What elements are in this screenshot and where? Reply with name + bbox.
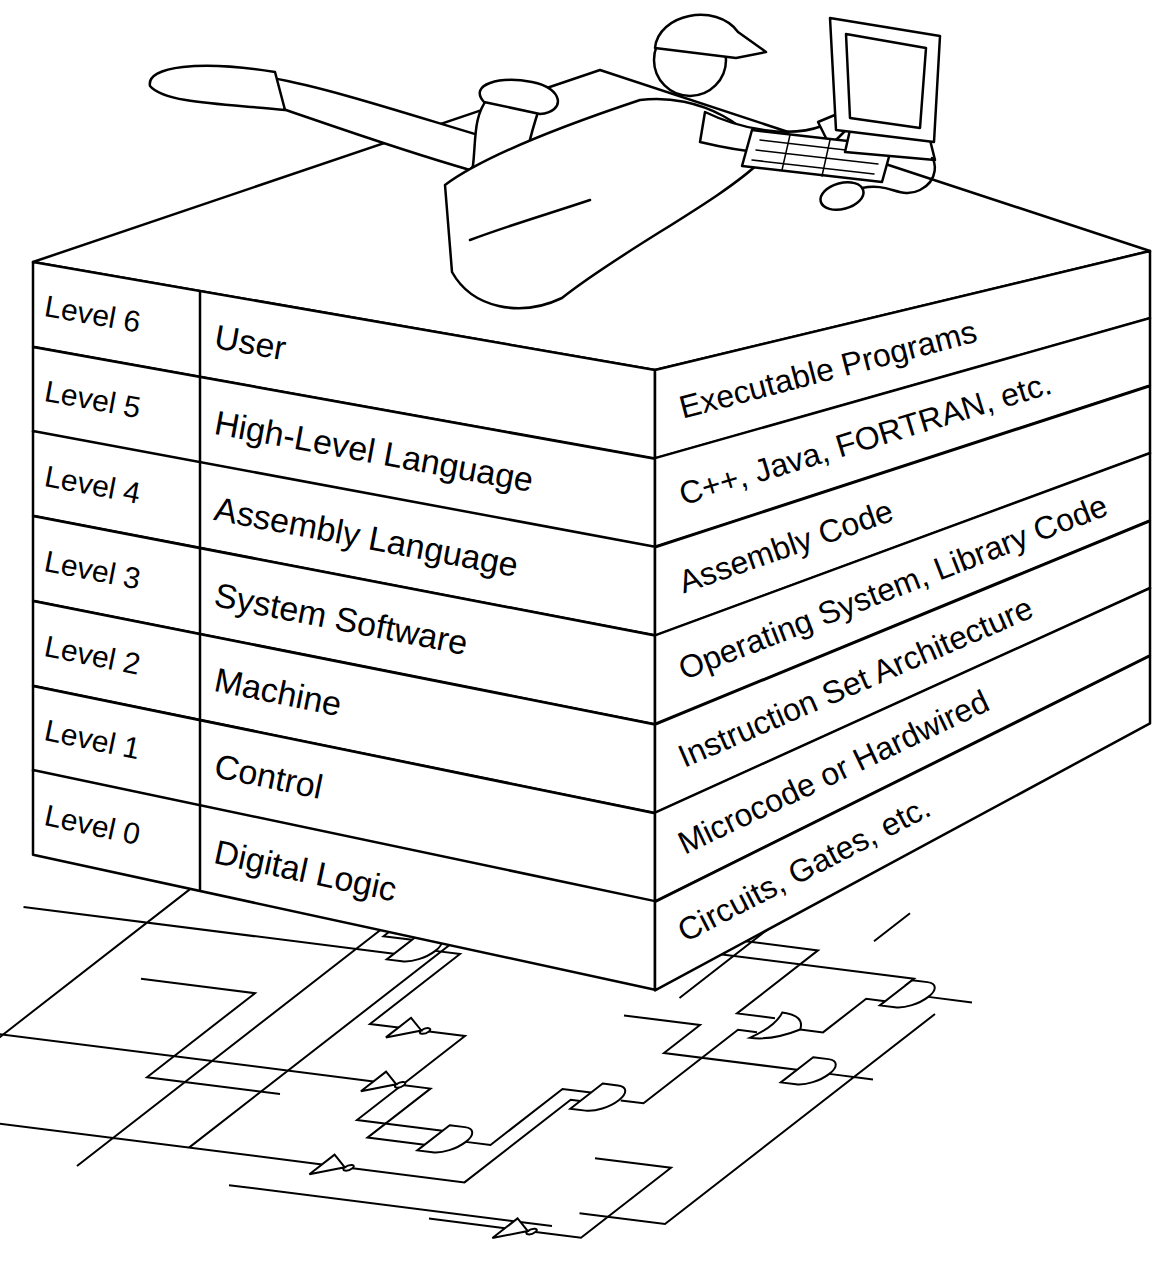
pants-line <box>470 200 590 240</box>
level-band: Level 0Digital Logic <box>33 770 655 990</box>
not-gate <box>361 1072 417 1095</box>
not-gate <box>386 1018 442 1041</box>
band-shape <box>655 656 1150 990</box>
column-divider <box>199 291 202 377</box>
leg <box>272 78 495 170</box>
monitor-screen <box>846 34 926 128</box>
not-gate <box>492 1218 548 1241</box>
column-divider <box>199 462 202 548</box>
column-divider <box>199 805 202 891</box>
column-divider <box>199 634 202 720</box>
band-shape <box>33 770 655 990</box>
and-gate <box>781 1057 846 1086</box>
level-example: Circuits, Gates, etc. <box>671 787 936 949</box>
level-side-band: Circuits, Gates, etc. <box>655 656 1150 990</box>
column-divider <box>199 377 202 463</box>
cap <box>655 15 766 58</box>
and-gate <box>880 980 945 1009</box>
column-divider <box>199 548 202 634</box>
column-divider <box>199 720 202 806</box>
shoe <box>150 66 285 110</box>
or-gate <box>750 1013 817 1043</box>
and-gate <box>417 1125 482 1154</box>
user-figure <box>150 15 940 308</box>
monitor <box>830 18 940 142</box>
and-gate <box>570 1084 635 1113</box>
mouse-cord <box>862 158 935 193</box>
shoe <box>480 80 558 114</box>
mouse <box>817 178 866 215</box>
not-gate <box>309 1155 365 1178</box>
